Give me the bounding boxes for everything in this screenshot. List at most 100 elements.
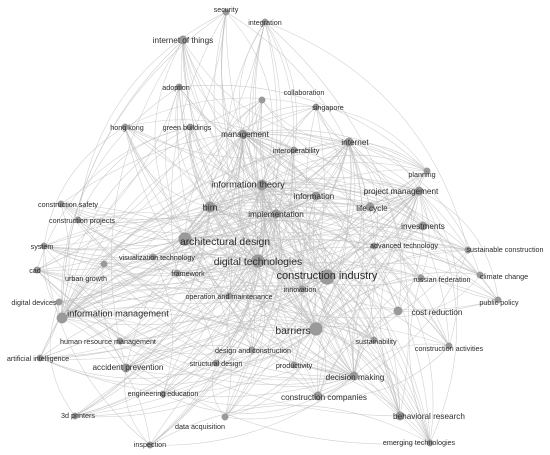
edge-data_acquisition-barriers [224, 328, 317, 418]
node-operation-and-maintenance [225, 292, 233, 300]
edge-integration-innovation [252, 21, 303, 290]
edge-3d_printers-project_management [74, 190, 420, 417]
edge-design_and_construction-hong_kong [124, 126, 253, 351]
edge-innovation-management [242, 133, 303, 290]
node-barriers [309, 322, 323, 336]
edge-internet_of_things-management [182, 39, 244, 135]
node-planning [423, 167, 431, 175]
edge-green_buildings-digital_technologies [189, 126, 259, 262]
edge-behavioral_research-decision_making [353, 375, 401, 417]
edge-internet_of_things-information_theory [182, 39, 263, 186]
edge-information_management-project_management [61, 190, 420, 326]
label-inspection: inspection [134, 440, 166, 449]
node-architectural-design [178, 232, 192, 246]
edge-structural_design-information_management [61, 316, 217, 364]
edge-construction_projects-decision_making [77, 219, 355, 377]
label-climate-change: climate change [480, 272, 528, 281]
label-life-cycle: life cycle [356, 204, 388, 213]
label-digital-technologies: digital technologies [214, 257, 302, 268]
edge-human_resource_management-information_theory [119, 184, 263, 342]
label-public-policy: public policy [479, 298, 519, 307]
edge-security-construction_industry [221, 11, 328, 278]
label-sustainability: sustainability [355, 337, 397, 346]
edge-data_acquisition-architectural_design [184, 238, 232, 418]
label-advanced-technology: advanced technology [370, 241, 438, 250]
edge-hong_kong-digital_technologies [124, 126, 259, 262]
node-design-and-construction [248, 346, 256, 354]
edge-green_buildings-information [189, 126, 317, 197]
node-construction-safety [57, 200, 65, 208]
edge-adoption-management [178, 86, 244, 135]
edge-construction_companies-construction_activities [317, 345, 450, 397]
edge-construction_industry-information_management [61, 257, 328, 319]
node-3d-printers [71, 412, 79, 420]
node-visualization-technology [149, 253, 157, 261]
node-behavioral-research [395, 411, 405, 421]
edge-digital_devices-3d_printers [49, 301, 76, 417]
label-human-resource-management: human resource management [60, 337, 156, 346]
node-inspection [146, 441, 154, 449]
label-adoption: adoption [162, 83, 190, 92]
node-management [238, 129, 248, 139]
edge-artificial_intelligence-design_and_construction [39, 349, 253, 379]
edge-framework-internet [176, 141, 350, 274]
label-productivity: productivity [276, 361, 313, 370]
edge-adoption-construction_companies [177, 86, 319, 397]
label-design-and-construction: design and construction [215, 346, 291, 355]
edge-engineering_education-construction_industry [162, 276, 328, 395]
edge-sustainable_construction-cad [36, 211, 469, 271]
edge-human_resource_management-digital_devices [58, 301, 121, 342]
edge-digital_technologies-decision_making [257, 260, 355, 377]
edge-human_resource_management-barriers [119, 328, 317, 355]
edge-inspection-information_theory [149, 184, 263, 446]
label-cad: cad [29, 266, 41, 275]
node-data-acquisition [221, 413, 229, 421]
edge-advanced_technology-information_management [61, 231, 375, 319]
edge-advanced_technology-digital_technologies [257, 240, 375, 262]
edge-engineering_education-visualization_technology [152, 256, 174, 395]
edge-planning-singapore [315, 106, 428, 172]
edge-singapore-hong_kong [124, 97, 317, 128]
edge-design_and_construction-construction_safety [60, 203, 253, 351]
edge-behavioral_research-barriers [315, 328, 401, 417]
edge-information-barriers [303, 195, 317, 330]
node-hong-kong [121, 123, 129, 131]
edge-climate_change-internet [348, 141, 481, 276]
edge-cad-management [36, 133, 244, 271]
edge-system-decision_making [43, 245, 355, 379]
edge-system-internet [43, 141, 350, 251]
edge-inspection-interoperability [149, 149, 295, 446]
label-russian-federation: russian federation [413, 275, 470, 284]
edge-inspection-implementation [149, 213, 277, 446]
edge-russian_federation-implementation [275, 212, 422, 279]
edge-life_cycle-visualization_technology [152, 203, 371, 258]
edge-behavioral_research-integration [264, 21, 409, 417]
node-implementation [271, 209, 281, 219]
label-bim: bim [203, 202, 218, 212]
edge-productivity-information_management [61, 307, 295, 366]
edge-framework-project_management [176, 190, 420, 274]
edge-productivity-information_theory [261, 184, 302, 366]
edge-internet-information_theory [261, 141, 350, 186]
edge-data_acquisition-digital_technologies [224, 260, 265, 418]
node-bim [204, 201, 216, 213]
node-cad [33, 266, 41, 274]
edge-project_management-climate_change [418, 190, 481, 276]
edge-construction_activities-3d_printers [74, 322, 450, 417]
edge-adoption-sustainable_construction [178, 86, 469, 251]
label-structural-design: structural design [190, 359, 243, 368]
node-urban-growth [100, 260, 108, 268]
label-engineering-education: engineering education [128, 389, 199, 398]
edge-system-visualization_technology [43, 245, 154, 265]
edge-barriers-singapore [315, 106, 349, 330]
edge-layer [36, 11, 499, 446]
edge-planning-management [242, 129, 428, 172]
node-construction-projects [74, 216, 82, 224]
edge-singapore-information_management [61, 106, 317, 319]
edge-climate_change-architectural_design [184, 212, 481, 276]
node-innovation [298, 285, 306, 293]
edge-adoption-project_management [178, 86, 420, 194]
label-construction-safety: construction safety [38, 200, 98, 209]
edge-innovation-operation_and_maintenance [228, 285, 303, 297]
